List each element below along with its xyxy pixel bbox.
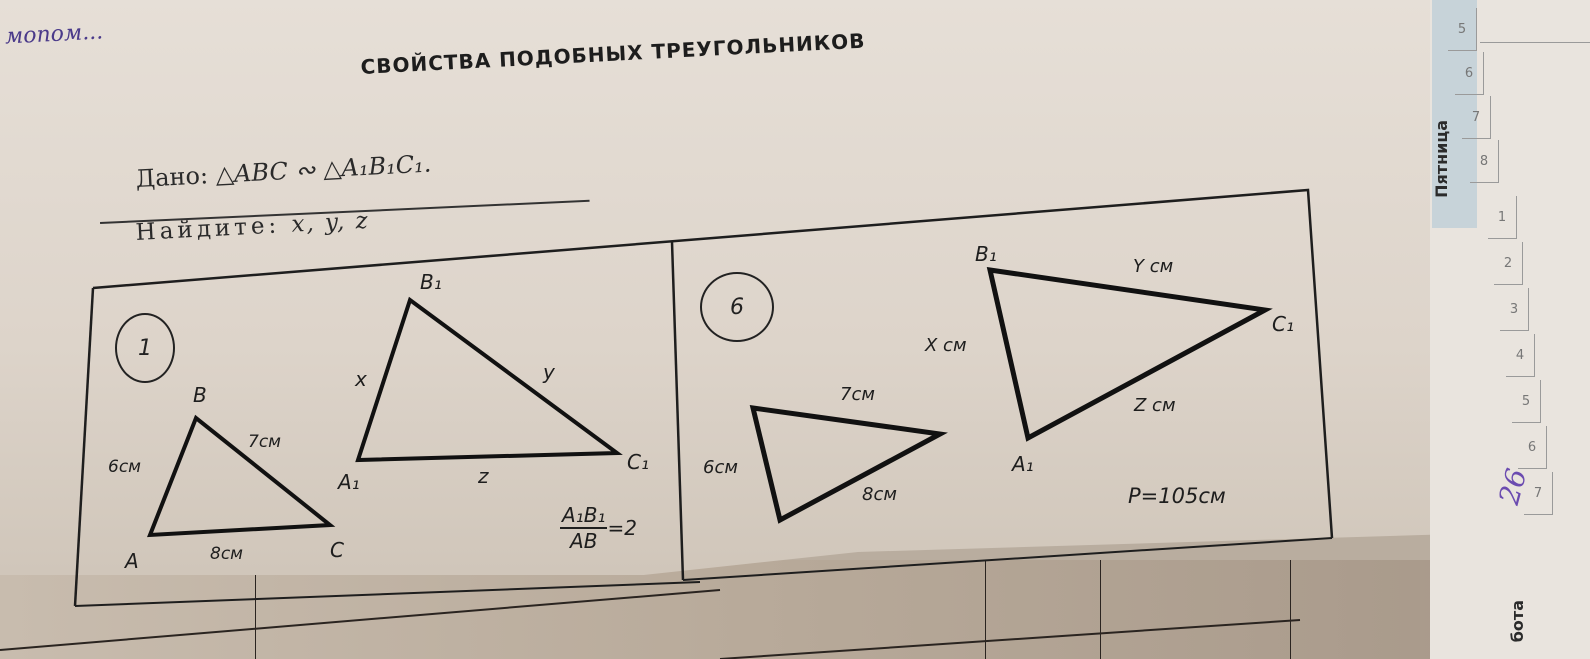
problem-number-badge: 1 xyxy=(115,313,175,383)
period-number: 5 xyxy=(1448,8,1477,51)
side-label-top: 7см xyxy=(840,384,875,405)
period-number: 1 xyxy=(1488,196,1517,239)
problem-frames xyxy=(73,188,1334,607)
side-label-bottom: 8см xyxy=(862,484,897,505)
vertex-label-C1: C₁ xyxy=(1272,312,1294,336)
vertex-label-A1: A₁ xyxy=(1012,452,1034,476)
side-label-z: z xyxy=(478,464,489,488)
period-number: 5 xyxy=(1512,380,1541,423)
period-number: 8 xyxy=(1470,140,1499,183)
side-label-left: 6см xyxy=(703,457,738,478)
side-label-AC: 8см xyxy=(210,544,243,564)
side-label-y: y xyxy=(543,360,555,384)
period-number: 4 xyxy=(1506,334,1535,377)
friday-strip xyxy=(1432,0,1477,228)
period-number: 7 xyxy=(1524,472,1553,515)
period-number: 3 xyxy=(1500,288,1529,331)
problem-number-badge: 6 xyxy=(700,272,774,342)
vertex-label-A1: A₁ xyxy=(338,470,360,494)
side-label-z-cm: Z см xyxy=(1134,395,1176,416)
vertex-label-B1: B₁ xyxy=(975,242,997,266)
saturday-label: бота xyxy=(1508,600,1527,643)
period-number: 6 xyxy=(1455,52,1484,95)
side-label-x-cm: X см xyxy=(925,335,967,356)
friday-label: Пятница xyxy=(1432,120,1451,198)
perimeter-label: P=105см xyxy=(1128,484,1226,508)
side-label-AB: 6см xyxy=(108,457,141,477)
side-label-y-cm: Y см xyxy=(1133,256,1174,277)
side-label-x: x xyxy=(355,367,367,391)
ratio-value: =2 xyxy=(607,516,637,540)
ratio-formula: A₁B₁ AB =2 xyxy=(560,503,637,553)
period-number: 6 xyxy=(1518,426,1547,469)
vertex-label-C: C xyxy=(330,538,344,562)
ratio-denominator: AB xyxy=(570,529,598,553)
period-number: 7 xyxy=(1462,96,1491,139)
vertex-label-C1: C₁ xyxy=(627,450,649,474)
vertex-label-B: B xyxy=(193,383,207,407)
planner-ruling xyxy=(0,589,1301,659)
side-label-BC: 7см xyxy=(248,432,281,452)
period-number: 2 xyxy=(1494,242,1523,285)
vertex-label-A: A xyxy=(125,549,139,573)
ratio-numerator: A₁B₁ xyxy=(560,503,608,529)
vertex-label-B1: B₁ xyxy=(420,270,442,294)
